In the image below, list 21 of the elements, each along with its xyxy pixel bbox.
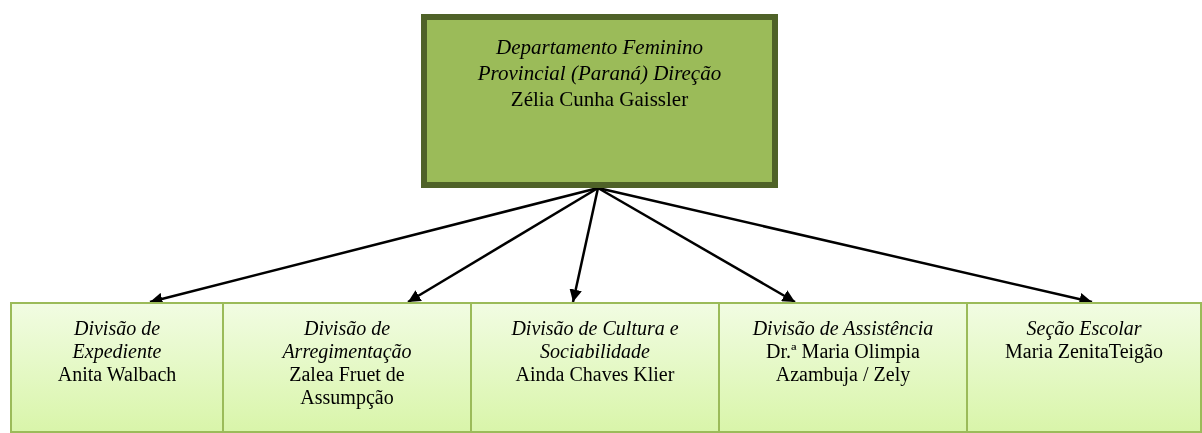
- unit-title: Divisão de Expediente: [71, 317, 163, 363]
- person-name: Dr.ª Maria Olimpia Azambuja / Zely: [765, 340, 921, 386]
- unit-title: Seção Escolar: [1025, 317, 1143, 340]
- arrow: [597, 186, 796, 304]
- person-name: Maria ZenitaTeigão: [1004, 340, 1164, 363]
- unit-title: Divisão de Cultura e Sociabilidade: [510, 317, 680, 363]
- person-name: Zalea Fruet de Assumpção: [288, 363, 406, 409]
- person-name: Anita Walbach: [56, 363, 178, 386]
- division-box: [222, 302, 472, 433]
- arrow: [407, 186, 599, 304]
- division-box: [470, 302, 720, 433]
- person-name: Ainda Chaves Klier: [514, 363, 676, 386]
- division-box: [966, 302, 1202, 433]
- unit-title: Departamento Feminino Provincial (Paraná) Direção: [476, 34, 723, 86]
- unit-title: Divisão de Assistência: [751, 317, 935, 340]
- department-box: [421, 14, 778, 188]
- arrow: [569, 187, 600, 303]
- division-box: [718, 302, 968, 433]
- unit-title: Divisão de Arregimentação: [280, 317, 413, 363]
- division-box: [10, 302, 224, 433]
- person-name: Zélia Cunha Gaissler: [509, 86, 690, 112]
